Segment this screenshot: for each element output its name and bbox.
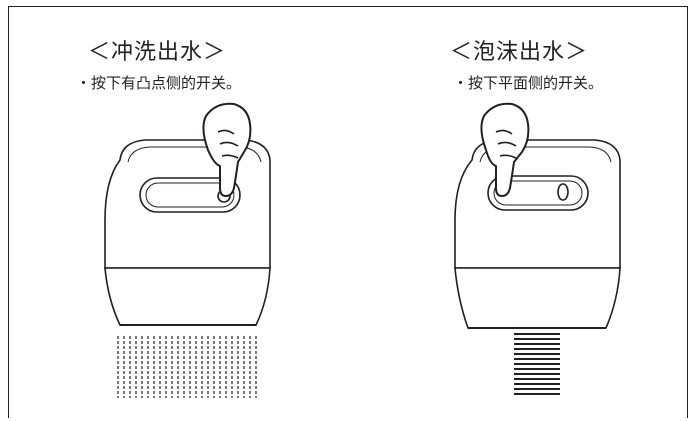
left-hand-pointer-icon [202, 102, 252, 197]
right-shower-head-icon [454, 139, 621, 329]
foam-mode-title: ＜泡沫出水＞ [450, 40, 589, 65]
rinse-mode-title: ＜冲洗出水＞ [88, 40, 227, 65]
water-spray-icon [117, 336, 257, 398]
left-shower-head-icon [104, 139, 271, 326]
right-hand-pointer-icon [480, 102, 530, 197]
rinse-mode-instruction: ・按下有凸点侧的开关。 [76, 74, 242, 92]
foam-stream-icon [514, 333, 560, 395]
foam-mode-instruction: ・按下平面侧的开关。 [453, 74, 604, 92]
diagram-frame [8, 6, 688, 418]
